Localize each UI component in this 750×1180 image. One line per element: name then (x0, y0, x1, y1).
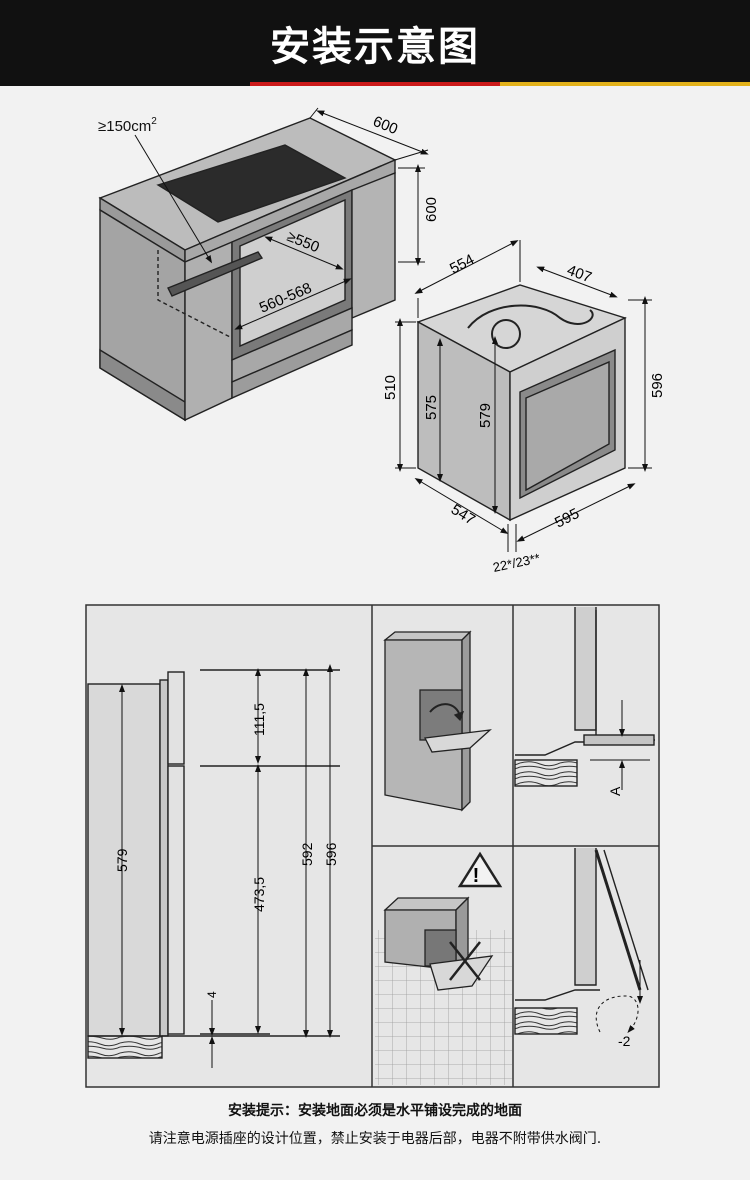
cabinet-dimensions (134, 107, 429, 330)
oven-width-bottom-line (516, 483, 636, 542)
body-height-label: 579 (114, 848, 130, 872)
note-line-2: 请注意电源插座的设计位置，禁止安装于电器后部，电器不附带供水阀门. (148, 1131, 602, 1147)
oven-depth-bottom-label: 547 (448, 501, 478, 529)
total-592-label: 592 (299, 842, 315, 866)
note-line-1: 安装提示：安装地面必须是水平铺设完成的地面 (228, 1103, 522, 1119)
page-title: 安装示意图 (270, 24, 480, 70)
vent-area-label: ≥150cm2 (98, 116, 157, 135)
stripe-black (0, 82, 250, 86)
oven-height-right-label: 596 (649, 373, 666, 398)
oven-diagram (416, 284, 627, 522)
warning-icon (457, 851, 503, 888)
header-bar: 安装示意图 (0, 0, 750, 82)
oven-depth-top-line (536, 266, 618, 298)
oven-depth-top-label: 407 (565, 262, 594, 287)
oven-depth-bottom-line (414, 477, 509, 535)
gap-4-label: 4 (205, 991, 219, 998)
side-elevation-dimensions (119, 664, 333, 1068)
oven-width-top-label: 554 (447, 251, 477, 278)
cabinet-height-label: 600 (423, 197, 440, 222)
oven-height-inner2-label: 579 (477, 403, 494, 428)
upper-height-label: 111,5 (251, 703, 267, 736)
opening-width-line (234, 278, 352, 330)
oven-width-top-line (414, 240, 519, 294)
oven-width-bottom-label: 595 (552, 505, 582, 532)
total-596-label: 596 (323, 842, 339, 866)
front-thickness-label: 22*/23** (492, 550, 542, 575)
warning-illustration (375, 851, 512, 1085)
oven-height-inner1-label: 575 (423, 395, 440, 420)
vent-leader-line (134, 134, 213, 264)
warning-symbol: ! (473, 865, 480, 887)
depth-550-line (264, 236, 344, 270)
gap-a-label: A (607, 786, 623, 796)
stripe-gold (500, 82, 750, 86)
offset-arrows (595, 960, 643, 1034)
detail-offset (514, 848, 649, 1035)
tall-cabinet-illustration (383, 630, 492, 812)
lower-height-label: 473,5 (251, 877, 267, 912)
offset-label: -2 (618, 1033, 631, 1049)
cabinet-diagram (98, 117, 397, 422)
stripe-red (250, 82, 500, 86)
gap-a-arrows (590, 700, 650, 790)
oven-height-left-label: 510 (382, 375, 399, 400)
width-600-line (316, 110, 429, 155)
detail-gap-a (514, 607, 655, 787)
oven-dimensions (395, 240, 652, 552)
cabinet-width-label: 600 (371, 113, 401, 138)
